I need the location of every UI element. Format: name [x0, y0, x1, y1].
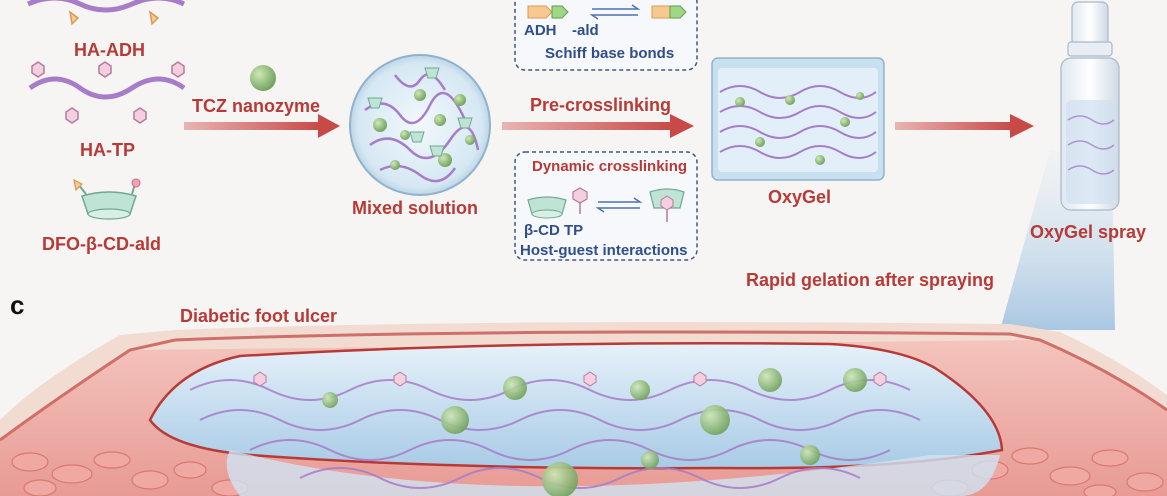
oxygel-spray-bottle — [1060, 1, 1120, 211]
oxygel-block — [711, 57, 885, 181]
schiff-adh-label: ADH — [524, 22, 557, 39]
diabetic-foot-ulcer-label: Diabetic foot ulcer — [180, 306, 338, 326]
arrow-to-spray — [895, 114, 1034, 138]
oxygel-spray-label: OxyGel spray — [1030, 222, 1147, 242]
ha-adh-polymer — [26, 0, 186, 26]
arrow-to-mixed-solution — [184, 114, 340, 138]
ha-tp-label: HA-TP — [80, 140, 135, 160]
dynamic-crosslinking-label: Dynamic crosslinking — [532, 158, 688, 175]
schiff-base-box — [514, 0, 698, 71]
dfo-cd-ald-molecule — [73, 178, 141, 220]
schiff-base-bonds-label: Schiff base bonds — [545, 45, 675, 62]
arrow-pre-crosslinking — [502, 114, 694, 138]
schiff-ald-label: -ald — [572, 22, 599, 39]
mixed-solution-label: Mixed solution — [352, 198, 478, 218]
mixed-solution-circle — [349, 54, 491, 196]
oxygel-label: OxyGel — [768, 187, 832, 207]
gel-in-wound — [148, 341, 1004, 496]
ha-adh-label: HA-ADH — [74, 40, 145, 60]
tcz-nanozyme-label: TCZ nanozyme — [192, 96, 321, 116]
dynamic-crosslinking-box — [514, 151, 698, 261]
dfo-cd-ald-label: DFO-β-CD-ald — [42, 234, 161, 254]
rapid-gelation-label: Rapid gelation after spraying — [746, 270, 995, 290]
ha-tp-polymer — [28, 61, 186, 124]
panel-label-c: c — [10, 290, 25, 320]
host-guest-label: Host-guest interactions — [520, 242, 688, 259]
tcz-nanozyme-particle — [250, 65, 276, 91]
cd-tp-label: β-CD TP — [524, 222, 584, 239]
pre-crosslinking-label: Pre-crosslinking — [530, 95, 672, 115]
